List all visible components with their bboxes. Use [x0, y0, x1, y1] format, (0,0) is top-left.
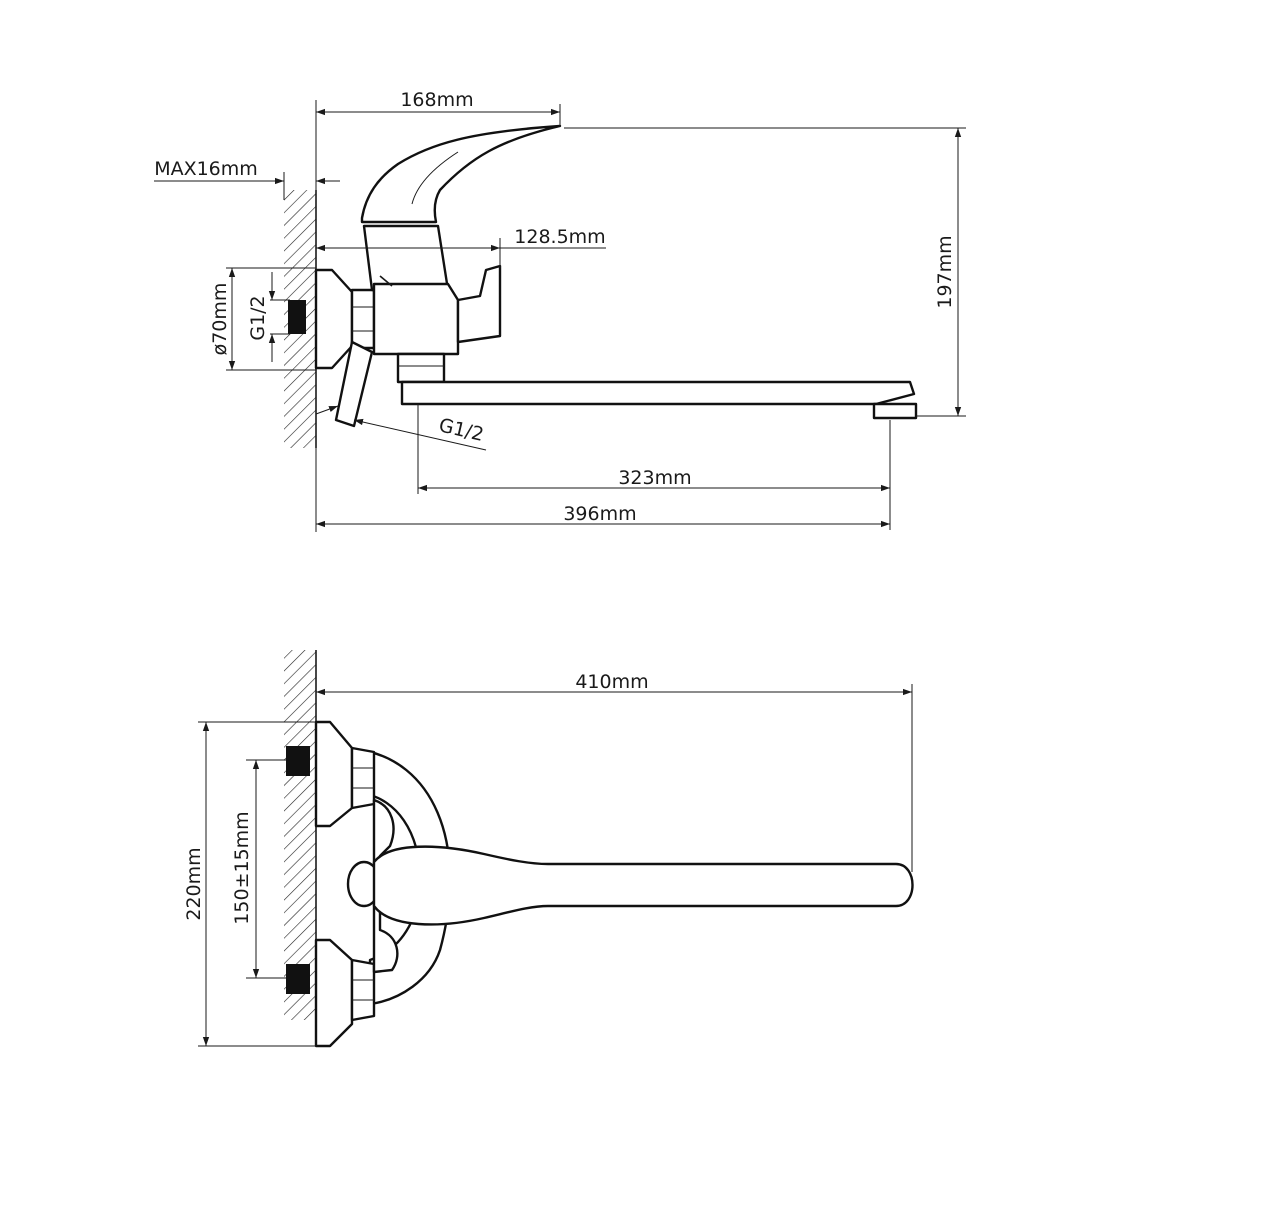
wall-side: [284, 190, 317, 448]
front-view: 410mm 220mm 150±15mm: [183, 650, 914, 1048]
dim-max16-label: MAX16mm: [154, 158, 258, 180]
dim-128-label: 128.5mm: [514, 226, 605, 248]
dim-220-label: 220mm: [183, 847, 205, 920]
dim-168-label: 168mm: [400, 89, 473, 111]
dim-g12-inlet-label: G1/2: [247, 295, 269, 340]
faucet-body-front: [314, 720, 914, 1048]
dim-128: 128.5mm: [316, 226, 606, 268]
dim-168: 168mm: [315, 89, 561, 272]
dim-g12-inlet: G1/2: [247, 272, 290, 362]
wall-front: [284, 650, 317, 1020]
dim-410-label: 410mm: [575, 671, 648, 693]
dim-197: 197mm: [564, 127, 966, 417]
dim-70-label: ø70mm: [209, 283, 231, 356]
dim-max16: MAX16mm: [154, 158, 340, 200]
side-view: 168mm MAX16mm 128.5mm 197mm: [154, 89, 966, 532]
faucet-body-side: [314, 124, 918, 428]
dim-396: 396mm: [315, 448, 890, 532]
dim-g12-outlet-label: G1/2: [437, 414, 486, 446]
dim-323: 323mm: [417, 404, 891, 530]
dim-197-label: 197mm: [934, 235, 956, 308]
dim-410: 410mm: [316, 671, 913, 872]
dim-323-label: 323mm: [618, 467, 691, 489]
dim-220: 220mm: [183, 721, 316, 1047]
dim-396-label: 396mm: [563, 503, 636, 525]
dim-70: ø70mm: [209, 267, 316, 371]
dim-150: 150±15mm: [231, 759, 286, 979]
dim-150-label: 150±15mm: [231, 811, 253, 924]
